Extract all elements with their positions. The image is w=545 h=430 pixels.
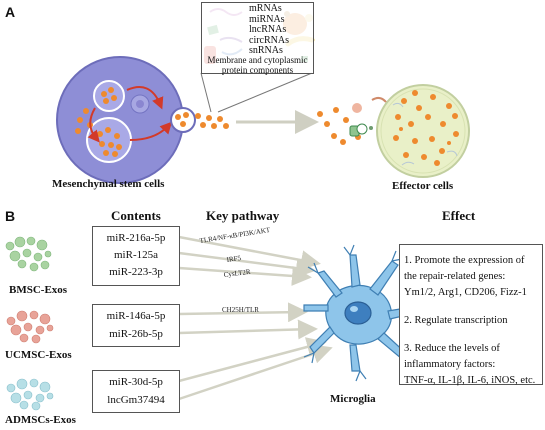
bmsc-exos-cluster (5, 236, 52, 272)
effect-line: inflammatory factors: (404, 359, 496, 370)
pathway-label-cyslt2r: CysLT2R (223, 268, 251, 279)
panel-b-illustration: TLR4/NF-κB/PI3K/AKT IRF5 CysLT2R CH25H/T… (5, 226, 435, 411)
contents-note-line: protein components (221, 65, 294, 75)
microglia-cell (303, 244, 435, 382)
effect-line: 3. Reduce the levels of (404, 343, 500, 354)
admscs-content-item: miR-30d-5p (109, 376, 163, 388)
released-exosomes (195, 113, 229, 129)
bmsc-content-item: miR-223-3p (109, 266, 163, 278)
effect-header: Effect (442, 208, 476, 223)
admscs-contents-box (92, 370, 180, 413)
contents-item: snRNAs (249, 45, 283, 56)
ucmsc-content-item: miR-146a-5p (106, 310, 166, 322)
key-pathway-header: Key pathway (206, 208, 280, 223)
ucmsc-exos-label: UCMSC-Exos (5, 349, 72, 361)
pathway-label-ch25h: CH25H/TLR (222, 306, 259, 314)
effect-line: TNF-α, IL-1β, IL-6, iNOS, etc. (404, 375, 536, 386)
effect-box (399, 244, 543, 385)
effect-line: 1. Promote the expression of (404, 255, 525, 266)
endosome-top (93, 80, 125, 112)
contents-note-line: Membrane and cytoplasmic (207, 55, 308, 65)
effect-line: 2. Regulate transcription (404, 315, 508, 326)
panel-b-letter: B (5, 208, 16, 224)
contents-note: Membrane and cytoplasmic protein compone… (201, 55, 314, 75)
effector-cell (376, 84, 470, 178)
effect-line: the repair-related genes: (404, 271, 506, 282)
contents-list: mRNAs miRNAs lncRNAs circRNAs snRNAs (249, 3, 289, 57)
bmsc-content-item: miR-216a-5p (106, 232, 166, 244)
multivesicular-body (86, 117, 132, 163)
admscs-contents: miR-30d-5p lncGm37494 (92, 373, 180, 409)
ucmsc-content-item: miR-26b-5p (109, 328, 163, 340)
pathway-label-tlr4: TLR4/NF-κB/PI3K/AKT (199, 226, 271, 245)
pathway-arrows (178, 235, 333, 401)
effect-line: Ym1/2, Arg1, CD206, Fizz-1 (404, 287, 527, 298)
contents-header: Contents (111, 208, 161, 223)
bmsc-contents: miR-216a-5p miR-125a miR-223-3p (92, 230, 180, 281)
panel-a-letter: A (5, 4, 16, 20)
ucmsc-contents: miR-146a-5p miR-26b-5p (92, 307, 180, 343)
contents-item: mRNAs (249, 3, 282, 14)
panel-a-illustration (56, 8, 470, 184)
ucmsc-contents-box (92, 304, 180, 347)
exosome-contents-box (201, 2, 314, 74)
ucmsc-exos-cluster (6, 310, 54, 344)
bmsc-content-item: miR-125a (114, 249, 158, 261)
effect-text: 1. Promote the expression of the repair-… (404, 253, 535, 389)
microglia-label: Microglia (330, 393, 376, 405)
admscs-exos-cluster (6, 378, 54, 411)
pathway-label-irf5: IRF5 (226, 254, 242, 264)
effector-cells-label: Effector cells (392, 180, 454, 192)
contents-item: miRNAs (249, 13, 285, 25)
contents-item: circRNAs (249, 34, 289, 46)
admscs-content-item: lncGm37494 (107, 394, 165, 406)
admscs-exos-label: ADMSCs-Exos (5, 414, 76, 426)
mesenchymal-stem-cells-label: Mesenchymal stem cells (52, 178, 165, 190)
uptake-vesicles (317, 96, 387, 145)
contents-item: lncRNAs (249, 24, 287, 35)
mesenchymal-stem-cell (56, 56, 196, 184)
bmsc-contents-box (92, 226, 180, 286)
bmsc-exos-label: BMSC-Exos (9, 284, 68, 296)
